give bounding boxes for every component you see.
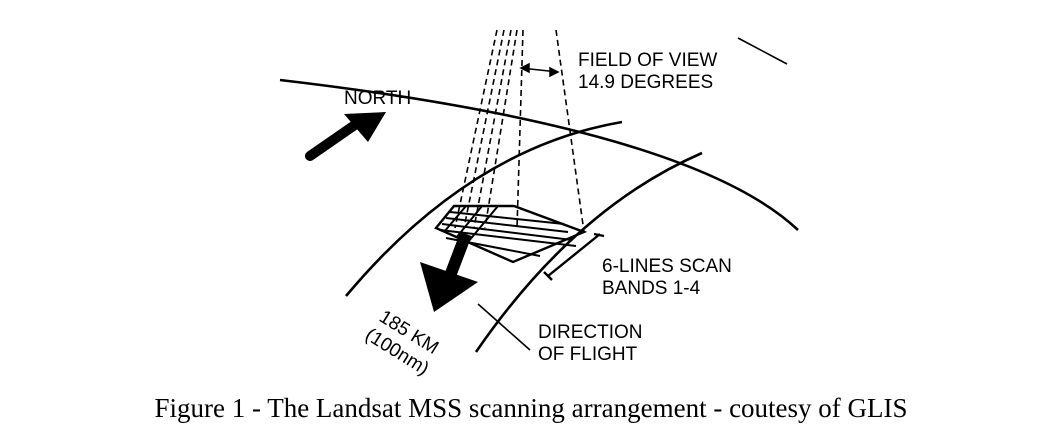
field-of-view-lines [454,29,585,233]
figure-caption: Figure 1 - The Landsat MSS scanning arra… [154,393,908,423]
scan-label-line1: 6-LINES SCAN [602,256,732,277]
direction-arrow-icon [420,231,478,312]
fov-leader-line [737,37,788,65]
fov-angle-arrow [519,62,560,78]
scan-bracket [543,232,605,281]
scan-label-line2: BANDS 1-4 [602,278,701,299]
north-arrow-icon [305,112,386,161]
fov-label-line2: 14.9 DEGREES [578,72,713,93]
outer-arc [279,78,799,231]
swath-left-edge [345,120,623,297]
fov-label-line1: FIELD OF VIEW [578,50,717,71]
scan-grid [434,204,588,264]
direction-label-line2: OF FLIGHT [538,344,638,365]
direction-leader-line [477,303,531,351]
north-label: NORTH [344,88,411,109]
direction-label-line1: DIRECTION [538,322,643,343]
